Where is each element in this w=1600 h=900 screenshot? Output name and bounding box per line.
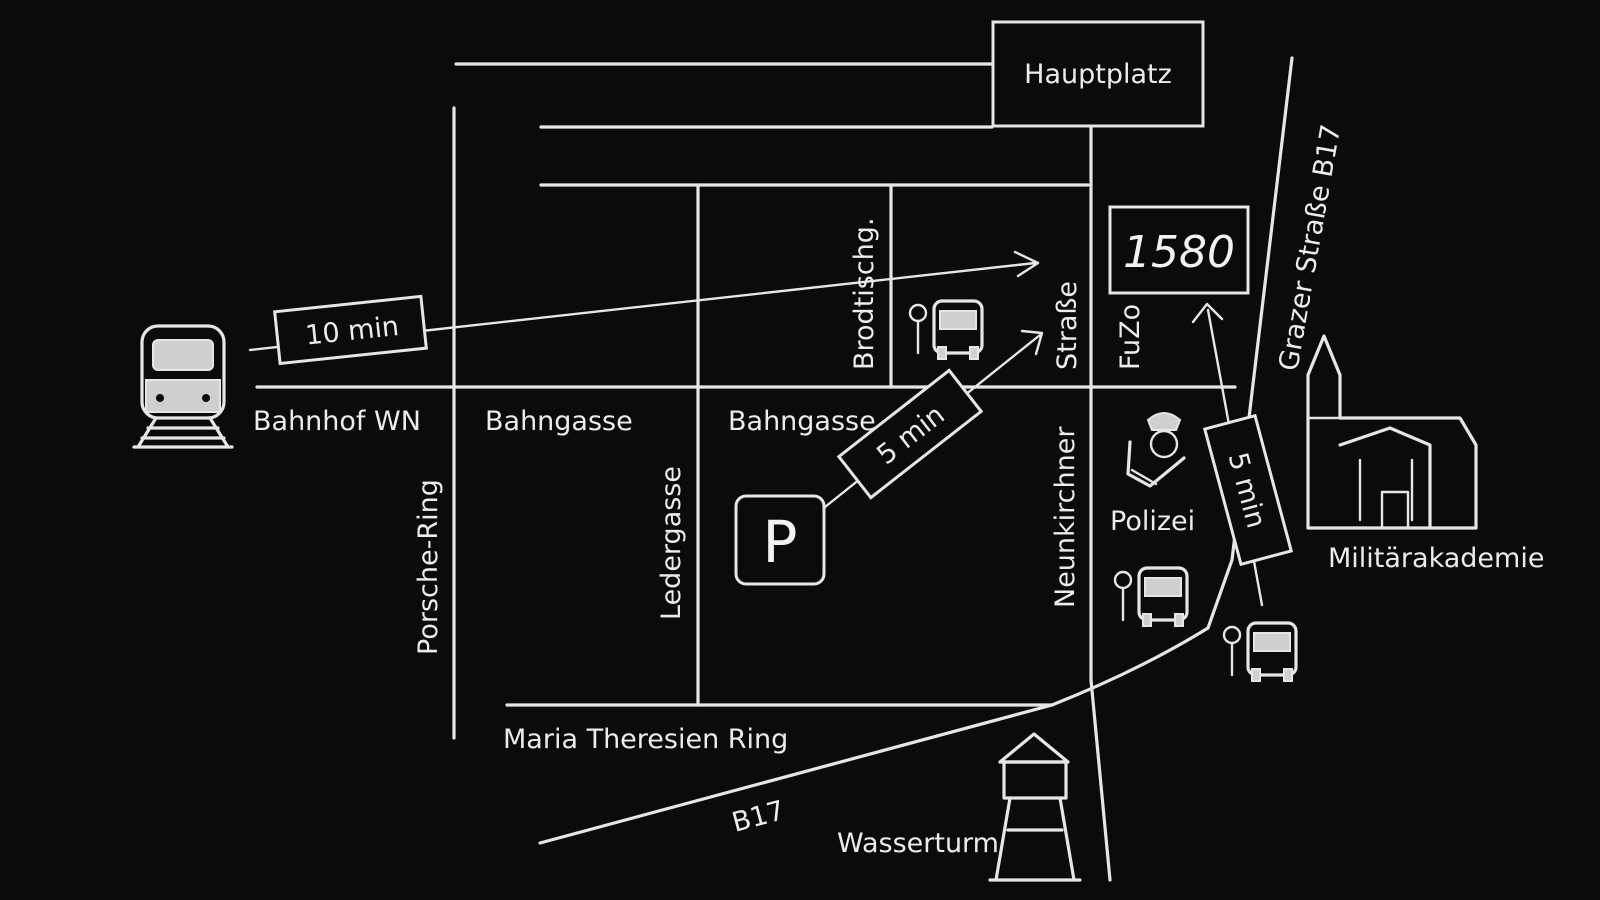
bus-wheel-right — [1283, 668, 1293, 682]
train-front — [145, 379, 221, 413]
train-tracks — [132, 416, 234, 449]
train-body — [140, 324, 226, 420]
neunkirchner-strasse-south-line — [1089, 678, 1112, 882]
strasse-label: Straße — [1052, 281, 1083, 370]
streets — [255, 56, 1294, 882]
bus-window — [1253, 632, 1291, 652]
hauptplatz-label: Hauptplatz — [1024, 59, 1172, 90]
destination-label: 1580 — [1123, 227, 1235, 278]
brodtischgasse-label: Brodtischg. — [849, 217, 880, 370]
hauptplatz-sign: Hauptplatz — [991, 20, 1205, 128]
bahngasse-west-label: Bahngasse — [485, 406, 633, 437]
porsche-ring-label: Porsche-Ring — [413, 479, 444, 655]
bahngasse-east-label: Bahngasse — [728, 406, 876, 437]
water-tower-icon — [988, 732, 1082, 882]
church-icon — [1306, 334, 1478, 530]
bus-body — [932, 299, 984, 355]
bus-time-frame — [1202, 413, 1294, 567]
church-door — [1380, 490, 1410, 530]
bus-body — [1246, 621, 1298, 677]
police-body — [1130, 468, 1158, 486]
water-tower-legs — [988, 796, 1082, 882]
bus-body — [1137, 566, 1189, 622]
bus-stop-icon — [1113, 566, 1189, 627]
parking-label: P — [763, 508, 798, 576]
parking-sign: P — [734, 494, 826, 586]
police-icon — [1126, 412, 1186, 488]
bus-stop-icon — [1222, 621, 1298, 682]
bus-window — [1144, 577, 1182, 597]
station-time-frame — [273, 294, 428, 366]
parking-icon — [734, 494, 826, 586]
train-window — [152, 339, 214, 371]
militaerakademie-label: Militärakademie — [1328, 543, 1544, 574]
destination-sign: 1580 — [1108, 205, 1250, 295]
wasserturm-label: Wasserturm — [837, 828, 999, 859]
water-tower-tank — [1002, 760, 1068, 800]
train-light-left — [156, 394, 164, 402]
bus-wheel-left — [1251, 668, 1261, 682]
train-light-right — [202, 394, 210, 402]
station-time-box: 10 min — [273, 294, 428, 366]
bus-stop-icon — [908, 299, 984, 360]
hauptplatz-box — [991, 20, 1205, 128]
train-icon — [132, 324, 234, 449]
labels: Bahnhof WN Bahngasse Bahngasse Porsche-R… — [253, 122, 1544, 859]
bus-window — [939, 310, 977, 330]
b17-line — [538, 56, 1294, 845]
police-arm — [1126, 440, 1186, 488]
bus-wheel-right — [969, 346, 979, 360]
bahnhof-label: Bahnhof WN — [253, 406, 421, 437]
bus-wheel-left — [937, 346, 947, 360]
bus-wheel-right — [1174, 613, 1184, 627]
parking-time-frame — [836, 368, 984, 500]
bus-time-box: 5 min — [1202, 413, 1294, 567]
police-cap — [1146, 412, 1182, 431]
destination-box — [1108, 205, 1250, 295]
maria-theresien-ring-label: Maria Theresien Ring — [503, 724, 788, 755]
fuzo-label: FuZo — [1115, 304, 1146, 370]
church-gable — [1338, 426, 1432, 530]
polizei-label: Polizei — [1110, 506, 1195, 537]
ledergasse-label: Ledergasse — [656, 466, 687, 620]
bus-wheel-left — [1142, 613, 1152, 627]
neunkirchner-label: Neunkirchner — [1050, 426, 1081, 608]
police-head — [1149, 429, 1179, 459]
